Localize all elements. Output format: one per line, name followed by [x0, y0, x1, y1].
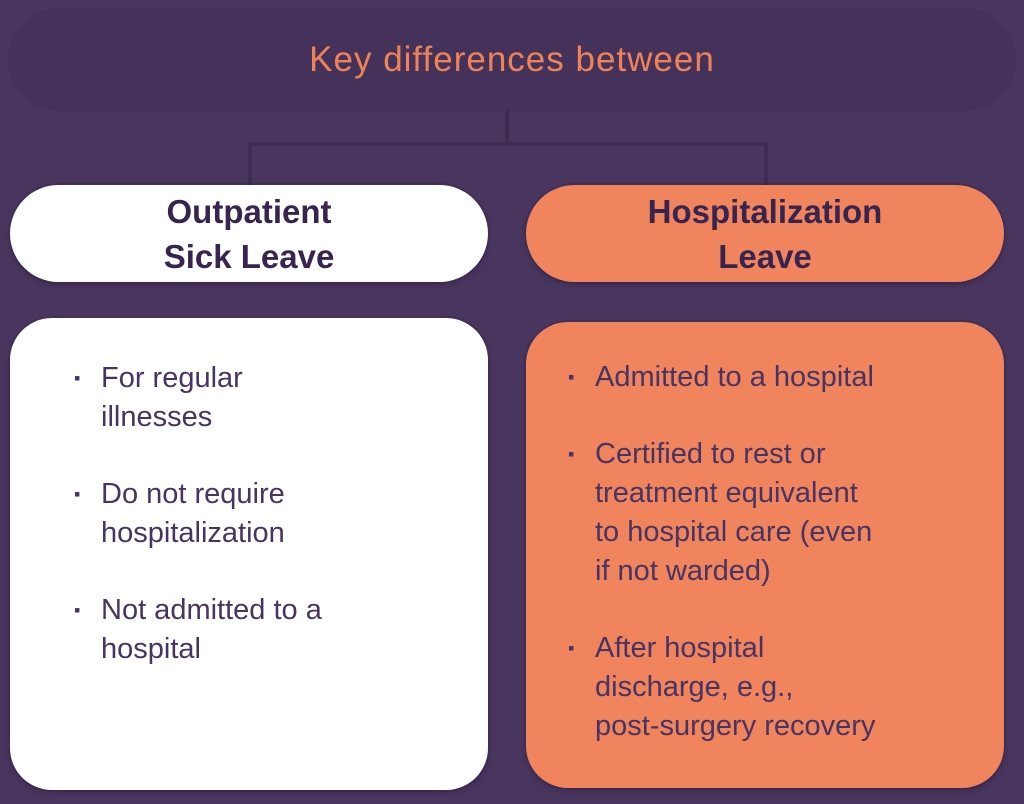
column-header-hospitalization: Hospitalization Leave [526, 185, 1004, 282]
list-item-text: Do not require hospitalization [101, 478, 285, 549]
hospitalization-card: ▪ Admitted to a hospital ▪ Certified to … [526, 322, 1004, 788]
column-header-outpatient: Outpatient Sick Leave [10, 185, 488, 282]
bullet-square-icon: ▪ [74, 600, 81, 620]
list-item: ▪ For regular illnesses [74, 359, 470, 437]
column-header-outpatient-label: Outpatient Sick Leave [163, 192, 335, 275]
bullet-square-icon: ▪ [568, 444, 575, 464]
list-item-text: Certified to rest or treatment equivalen… [595, 438, 873, 587]
bullet-square-icon: ▪ [74, 484, 81, 504]
list-item: ▪ Certified to rest or treatment equival… [568, 435, 994, 591]
outpatient-list: ▪ For regular illnesses ▪ Do not require… [10, 318, 488, 669]
hospitalization-list: ▪ Admitted to a hospital ▪ Certified to … [526, 322, 1004, 746]
bullet-square-icon: ▪ [568, 638, 575, 658]
outpatient-card: ▪ For regular illnesses ▪ Do not require… [10, 318, 488, 790]
list-item: ▪ After hospital discharge, e.g., post-s… [568, 629, 994, 746]
column-header-hospitalization-label: Hospitalization Leave [647, 192, 883, 275]
list-item: ▪ Admitted to a hospital [568, 358, 994, 397]
bullet-square-icon: ▪ [568, 367, 575, 387]
connector-left-drop [248, 142, 252, 188]
connector-horizontal [248, 142, 768, 146]
list-item: ▪ Not admitted to a hospital [74, 591, 470, 669]
list-item-text: Admitted to a hospital [595, 361, 874, 393]
title-panel: Key differences between [8, 8, 1016, 111]
page-title: Key differences between [309, 39, 715, 79]
list-item: ▪ Do not require hospitalization [74, 475, 470, 553]
list-item-text: For regular illnesses [101, 362, 243, 433]
connector-right-drop [764, 142, 768, 186]
list-item-text: Not admitted to a hospital [101, 594, 322, 665]
list-item-text: After hospital discharge, e.g., post-sur… [595, 632, 876, 742]
bullet-square-icon: ▪ [74, 368, 81, 388]
connector-stem [505, 110, 509, 146]
